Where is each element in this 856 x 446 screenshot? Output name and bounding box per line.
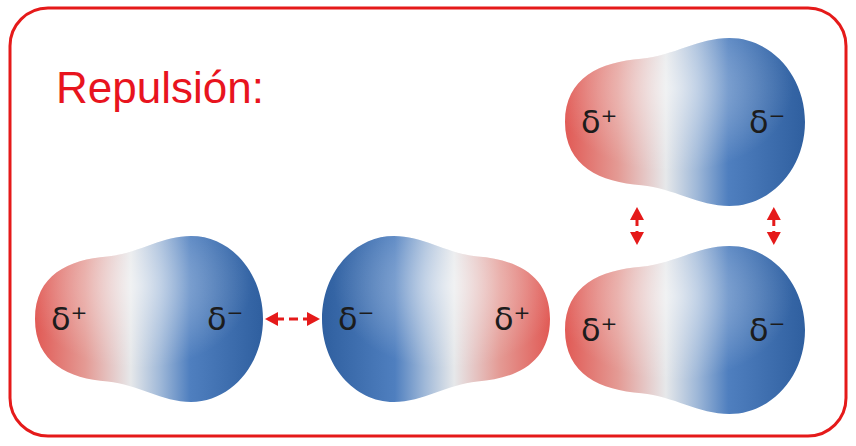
charge-label: δ⁻ xyxy=(338,303,374,335)
repulsion-arrow xyxy=(265,312,320,326)
repulsion-arrow xyxy=(630,207,644,245)
charge-label: δ⁻ xyxy=(749,314,785,346)
charge-label: δ⁻ xyxy=(207,303,243,335)
charge-label: δ⁻ xyxy=(749,106,785,138)
charge-label: δ⁺ xyxy=(581,314,617,346)
dipole-node: δ⁺ δ⁻ xyxy=(565,246,805,414)
title: Repulsión: xyxy=(56,64,264,112)
charge-label: δ⁺ xyxy=(581,106,617,138)
charge-label: δ⁺ xyxy=(51,303,87,335)
frame-border xyxy=(10,8,846,436)
repulsion-arrow xyxy=(767,207,781,245)
dipole-node: δ⁻ δ⁺ xyxy=(322,236,550,402)
charge-label: δ⁺ xyxy=(494,303,530,335)
dipole-node: δ⁺ δ⁻ xyxy=(35,236,263,402)
dipole-node: δ⁺ δ⁻ xyxy=(565,38,805,206)
